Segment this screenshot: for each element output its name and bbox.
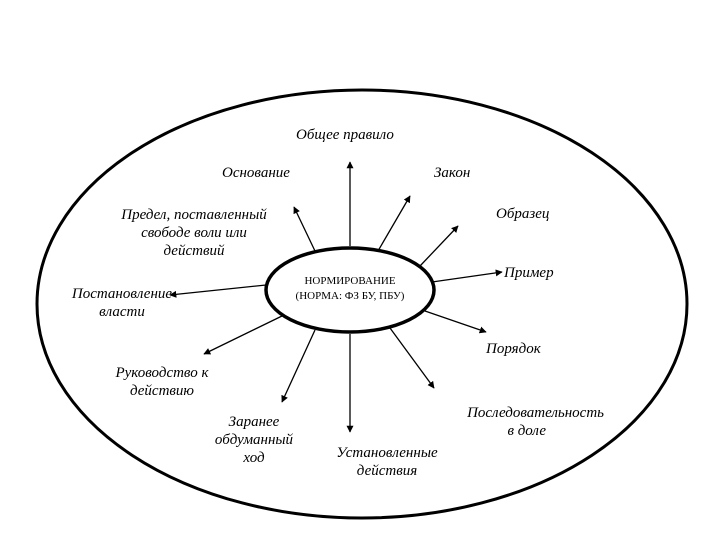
- label-predel: Предел, поставленный свободе воли или де…: [96, 206, 292, 260]
- label-rukovodstvo: Руководство к действию: [96, 364, 228, 400]
- label-primer: Пример: [504, 264, 554, 282]
- label-postanovlenie-line2: власти: [99, 304, 145, 320]
- label-ustanovlennye: Установленные действия: [316, 444, 458, 480]
- outer-ellipse: [35, 88, 689, 520]
- arrow-primer: [431, 269, 503, 283]
- label-primer-text: Пример: [504, 265, 554, 281]
- label-obrazets-text: Образец: [496, 206, 550, 222]
- arrow-zakon: [377, 195, 411, 252]
- label-postanovlenie: Постановление власти: [56, 285, 188, 321]
- label-rukovodstvo-line2: действию: [129, 383, 194, 399]
- label-zakon-text: Закон: [434, 165, 471, 181]
- label-obshchee-pravilo-text: Общее правило: [296, 127, 394, 143]
- center-ellipse: [264, 246, 436, 334]
- label-predel-line1: Предел, поставленный: [121, 207, 267, 223]
- label-osnovanie-text: Основание: [222, 165, 290, 181]
- label-obrazets: Образец: [496, 205, 549, 223]
- label-zaranee: Заранее обдуманный ход: [196, 413, 312, 467]
- label-postanovlenie-line1: Постановление: [71, 286, 173, 302]
- label-obshchee-pravilo: Общее правило: [296, 126, 394, 144]
- label-zaranee-line3: ход: [243, 450, 265, 466]
- center-node-title: НОРМИРОВАНИЕ: [304, 275, 396, 287]
- label-osnovanie: Основание: [222, 164, 290, 182]
- label-zakon: Закон: [434, 164, 470, 182]
- center-node-label: НОРМИРОВАНИЕ (НОРМА: ФЗ БУ, ПБУ): [266, 274, 434, 304]
- arrow-rukovodstvo: [203, 315, 283, 355]
- center-node-subtitle: (НОРМА: ФЗ БУ, ПБУ): [295, 290, 405, 302]
- label-posledovatelnost: Последовательность в доле: [424, 404, 604, 440]
- label-predel-line3: действий: [163, 243, 225, 259]
- label-predel-line2: свободе воли или: [141, 225, 247, 241]
- label-poryadok-text: Порядок: [486, 341, 541, 357]
- arrow-posledovatelnost: [389, 327, 435, 389]
- label-zaranee-line2: обдуманный: [214, 432, 294, 448]
- label-posledovatelnost-line2: в доле: [507, 423, 546, 439]
- arrow-zaranee: [281, 329, 316, 403]
- arrow-postanovlenie: [169, 284, 267, 298]
- label-zaranee-line1: Заранее: [228, 414, 280, 430]
- label-ustanovlennye-line1: Установленные: [336, 445, 438, 461]
- arrow-obrazets: [419, 225, 459, 267]
- arrow-osnovanie: [293, 206, 316, 252]
- label-posledovatelnost-line1: Последовательность: [467, 405, 604, 421]
- label-ustanovlennye-line2: действия: [356, 463, 418, 479]
- label-poryadok: Порядок: [486, 340, 541, 358]
- label-rukovodstvo-line1: Руководство к: [115, 365, 209, 381]
- arrow-poryadok: [424, 310, 487, 334]
